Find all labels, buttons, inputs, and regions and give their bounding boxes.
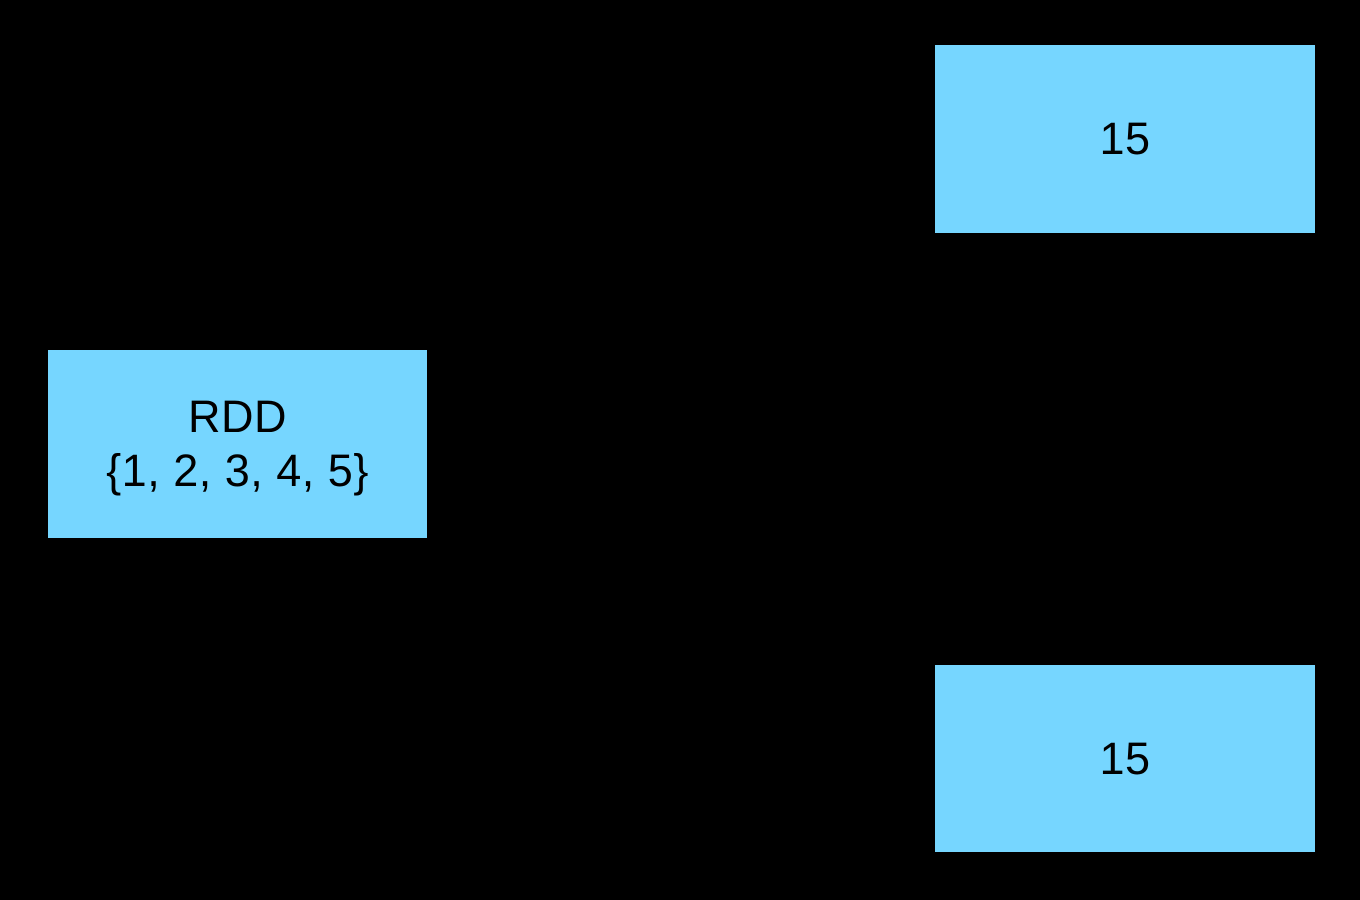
result-node-bottom: 15 <box>935 665 1315 852</box>
rdd-node: RDD {1, 2, 3, 4, 5} <box>48 350 427 538</box>
result-node-bottom-value: 15 <box>1099 732 1151 784</box>
rdd-node-title: RDD <box>188 391 287 442</box>
result-node-top-value: 15 <box>1099 113 1151 164</box>
rdd-node-elements: {1, 2, 3, 4, 5} <box>106 445 369 496</box>
result-node-top: 15 <box>935 45 1315 233</box>
